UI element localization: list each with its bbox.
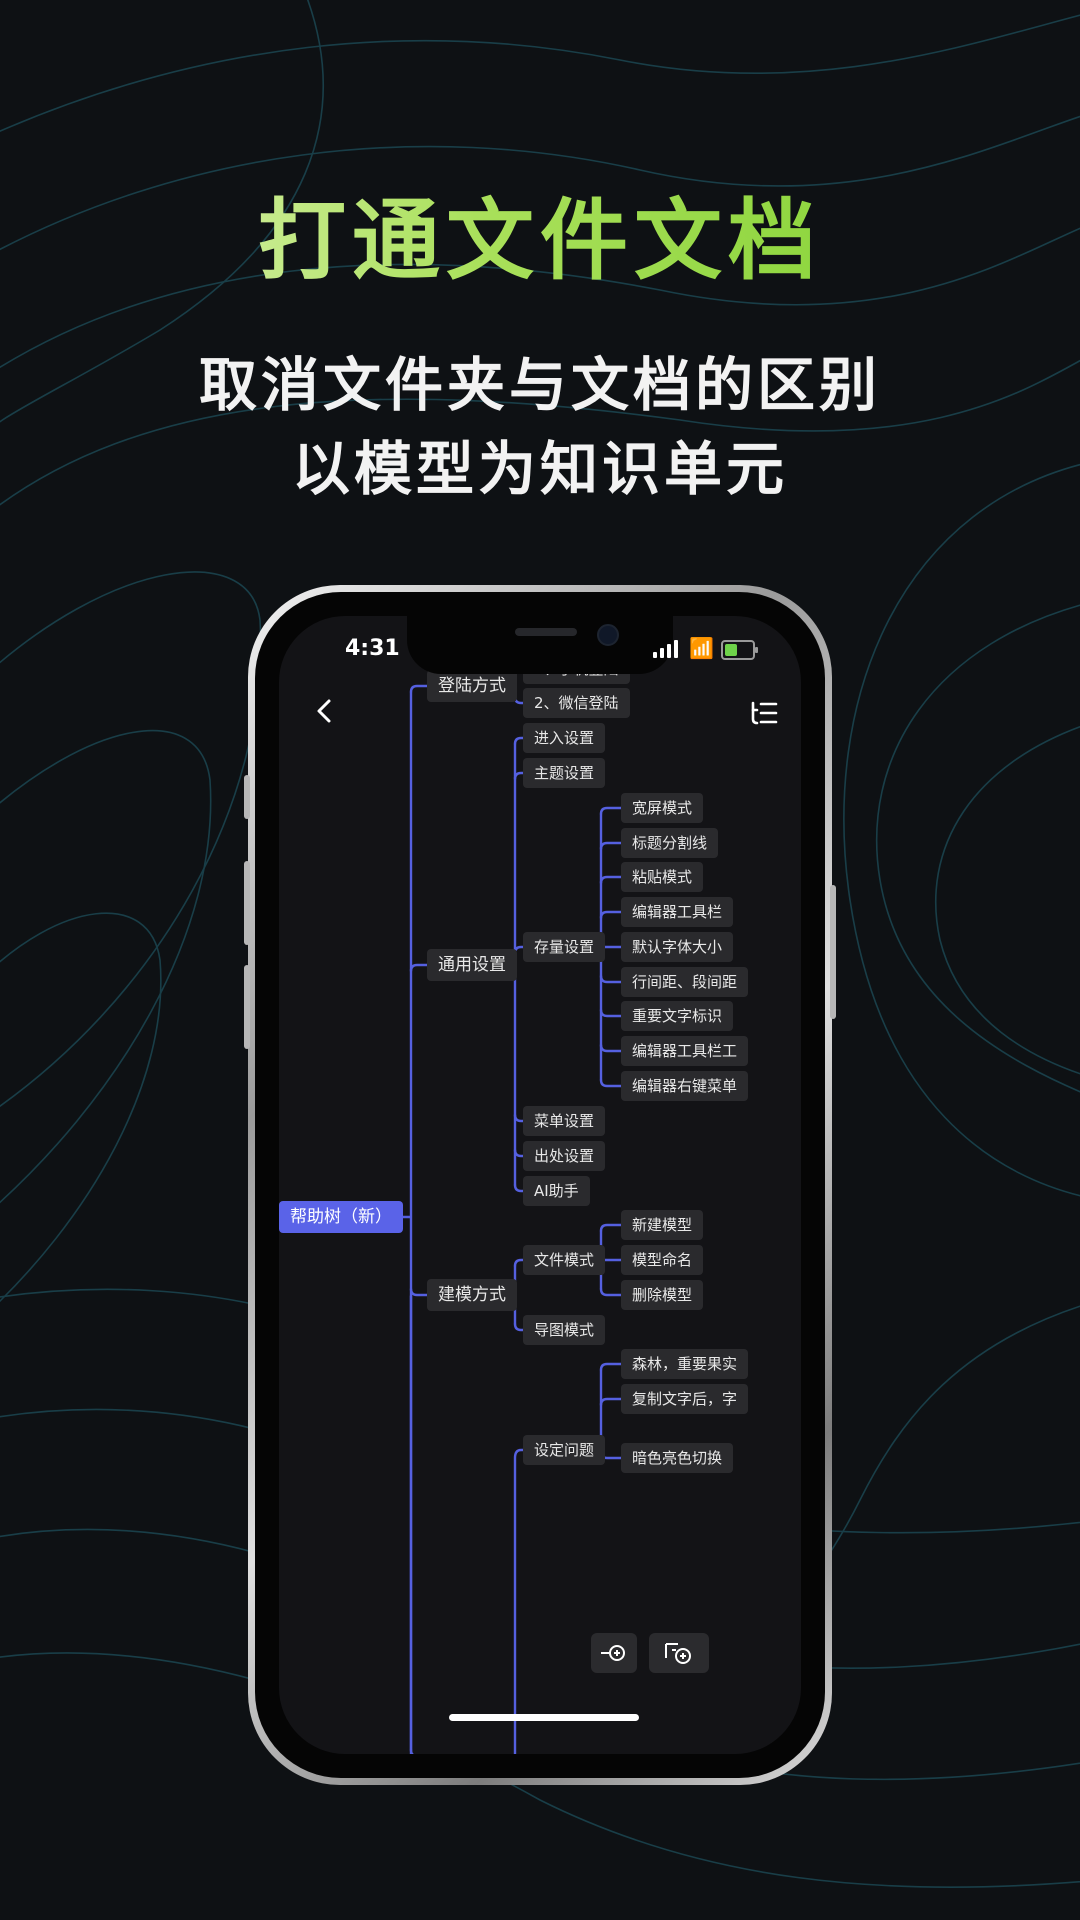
node-issues-group[interactable]: 设定问题 [523, 1435, 606, 1465]
node-storage-child-3[interactable]: 编辑器工具栏 [621, 897, 734, 927]
node-general-child-0[interactable]: 进入设置 [523, 723, 606, 753]
node-general-child-3[interactable]: 菜单设置 [523, 1106, 606, 1136]
root-edges-branch-2 [409, 1287, 429, 1297]
storage-edges-branch-7 [599, 1043, 623, 1053]
node-storage-child-0[interactable]: 宽屏模式 [621, 793, 704, 823]
node-general-child-4[interactable]: 出处设置 [523, 1141, 606, 1171]
status-time: 4:31 [345, 636, 400, 661]
storage-edges-branch-5 [599, 974, 623, 984]
node-login-child-1[interactable]: 2、微信登陆 [523, 688, 630, 718]
node-modeling-child-1[interactable]: 导图模式 [523, 1315, 606, 1345]
promo-subtitle-line1: 取消文件夹与文档的区别 [198, 351, 881, 419]
signal-icon [653, 638, 679, 658]
storage-edges-branch-2 [599, 875, 623, 885]
speaker-grille [515, 628, 577, 636]
volume-up-button [244, 861, 250, 945]
node-login-method[interactable]: 登陆方式 [427, 670, 517, 702]
issues-edge [513, 1448, 525, 1754]
zoom-out-icon [601, 1645, 625, 1661]
node-filemode-child-2[interactable]: 删除模型 [621, 1280, 704, 1310]
status-icons: 📶 [653, 636, 763, 660]
storage-edges-branch-0 [599, 806, 623, 816]
zoom-in-icon [665, 1643, 691, 1664]
storage-edges-branch-3 [599, 910, 623, 920]
modeling-edges-branch-0 [513, 1258, 525, 1268]
general-edges-branch-0 [513, 736, 525, 746]
issues-edges-branch-1 [599, 1397, 623, 1407]
phone-frame: 帮助树（新）登陆方式通用设置建模方式1、手机登陆2、微信登陆进入设置主题设置存量… [244, 585, 836, 1785]
battery-charging-icon [721, 640, 758, 660]
node-storage-child-2[interactable]: 粘贴模式 [621, 862, 704, 892]
general-edges-branch-1 [513, 771, 525, 781]
node-general-child-5[interactable]: AI助手 [523, 1176, 590, 1206]
issues-edges-branch-0 [599, 1362, 623, 1372]
node-general-child-1[interactable]: 主题设置 [523, 758, 606, 788]
storage-edges-branch-1 [599, 841, 623, 851]
app-screen: 帮助树（新）登陆方式通用设置建模方式1、手机登陆2、微信登陆进入设置主题设置存量… [279, 616, 801, 1754]
modeling-edges-branch-1 [513, 1322, 525, 1332]
zoom-in-button[interactable] [649, 1633, 709, 1673]
general-edges-branch-3 [513, 1113, 525, 1123]
wifi-icon: 📶 [689, 636, 714, 660]
storage-edges-branch-6 [599, 1008, 623, 1018]
root-edges-branch-1 [409, 963, 429, 973]
general-edges-branch-4 [513, 1148, 525, 1158]
general-edges-branch-5 [513, 1183, 525, 1193]
power-button [830, 885, 836, 1019]
home-indicator [449, 1714, 639, 1721]
mindmap-root-node[interactable]: 帮助树（新） [279, 1201, 403, 1233]
zoom-out-button[interactable] [591, 1633, 637, 1673]
node-issue-child-0[interactable]: 森林，重要果实 [621, 1349, 749, 1379]
storage-edges-branch-8 [599, 1078, 623, 1088]
root-edges-branch-0 [409, 684, 429, 694]
node-storage-child-6[interactable]: 重要文字标识 [621, 1001, 734, 1031]
node-storage-child-1[interactable]: 标题分割线 [621, 828, 719, 858]
front-camera [597, 624, 619, 646]
promo-title: 打通文件文档 [0, 170, 1080, 297]
mute-switch [244, 775, 250, 819]
node-storage-child-8[interactable]: 编辑器右键菜单 [621, 1071, 749, 1101]
node-general-child-2[interactable]: 存量设置 [523, 932, 606, 962]
node-modeling-method[interactable]: 建模方式 [427, 1279, 517, 1311]
node-storage-child-5[interactable]: 行间距、段间距 [621, 967, 749, 997]
root-edges-branch-3 [409, 1748, 414, 1754]
chevron-left-icon[interactable] [309, 694, 343, 728]
outline-list-icon[interactable] [749, 700, 779, 728]
node-issue-child-1[interactable]: 复制文字后，字 [621, 1384, 749, 1414]
promo-subtitle-line2: 以模型为知识单元 [291, 435, 788, 503]
filemode-edges-branch-0 [599, 1223, 623, 1233]
node-storage-child-4[interactable]: 默认字体大小 [621, 932, 734, 962]
filemode-edges-branch-2 [599, 1287, 623, 1297]
node-filemode-child-1[interactable]: 模型命名 [621, 1245, 704, 1275]
node-filemode-child-0[interactable]: 新建模型 [621, 1210, 704, 1240]
volume-down-button [244, 965, 250, 1049]
node-general-settings[interactable]: 通用设置 [427, 949, 517, 981]
node-modeling-child-0[interactable]: 文件模式 [523, 1245, 606, 1275]
node-storage-child-7[interactable]: 编辑器工具栏工 [621, 1036, 749, 1066]
node-issue-child-2[interactable]: 暗色亮色切换 [621, 1443, 734, 1473]
notch [407, 616, 673, 674]
